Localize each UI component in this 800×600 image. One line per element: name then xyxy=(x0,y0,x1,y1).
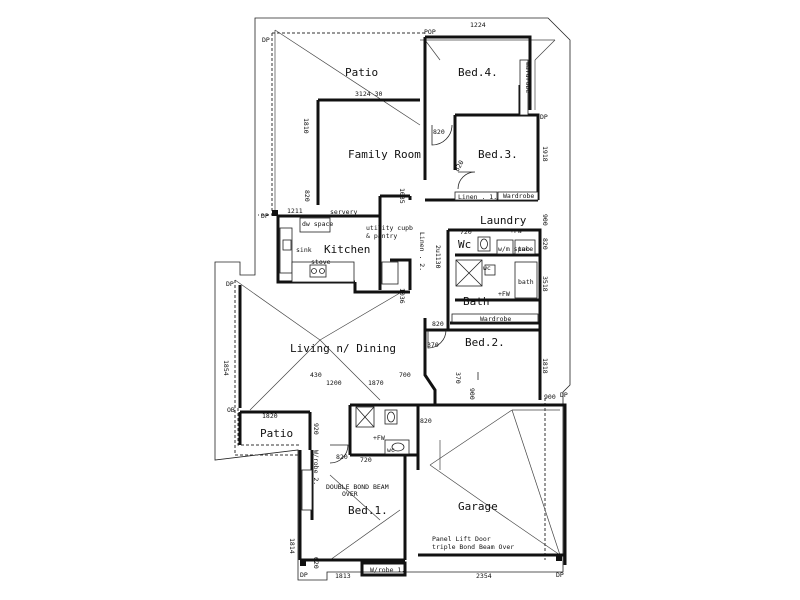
dp-left2-label: DP xyxy=(226,280,234,288)
pantry-label: & pantry xyxy=(366,232,397,240)
dim-370b: 370 xyxy=(454,372,462,384)
dim-1814: 1814 xyxy=(288,538,296,554)
dim-1200: 1200 xyxy=(326,379,342,387)
room-bed3: Bed.3. xyxy=(478,148,518,161)
dim-820c: 820 xyxy=(432,320,444,328)
wardrobe-bed3-label: Wardrobe xyxy=(503,192,534,200)
dim-900c: 900 xyxy=(544,393,556,401)
walls xyxy=(238,35,567,577)
linen1-label: Linen . 1. xyxy=(458,193,497,201)
dp-right1-label: DP xyxy=(540,113,548,121)
room-bed1: Bed.1. xyxy=(348,504,388,517)
pop-label: POP xyxy=(424,28,436,36)
dim-1810: 1810 xyxy=(302,118,310,134)
roof-outline xyxy=(214,17,571,581)
linen2-label: Linen . 2. xyxy=(418,232,426,271)
wc-small2-label: wc xyxy=(387,446,395,454)
dim-1820: 1820 xyxy=(262,412,278,420)
annotations: Wardrobe Linen . 1. Wardrobe Wardrobe se… xyxy=(226,28,568,579)
room-labels: Patio Bed.4. Bed.3. Family Room Kitchen … xyxy=(260,66,527,517)
bath-fixture-label: bath xyxy=(518,278,534,286)
dp-top-label: DP xyxy=(262,36,270,44)
servery-label: servery xyxy=(330,208,357,216)
dim-700: 700 xyxy=(399,371,411,379)
dim-1211: 1211 xyxy=(287,207,303,215)
room-living: Living n/ Dining xyxy=(290,342,396,355)
room-family: Family Room xyxy=(348,148,421,161)
wardrobe-bath-label: Wardrobe xyxy=(480,315,511,323)
room-patio-left: Patio xyxy=(260,427,293,440)
dim-720a: 720 xyxy=(460,228,472,236)
dim-3518: 3518 xyxy=(541,276,549,292)
ob-label: OB xyxy=(227,406,235,414)
wrobe1-label: W/robe 1. xyxy=(370,566,405,574)
dim-2354: 2354 xyxy=(476,572,492,580)
room-bed2: Bed.2. xyxy=(465,336,505,349)
room-laundry: Laundry xyxy=(480,214,527,227)
dim-3124: 3124 30 xyxy=(355,90,382,98)
room-wc: Wc xyxy=(458,238,471,251)
dim-1036: 1036 xyxy=(398,288,406,304)
dim-820e: 820 xyxy=(420,417,432,425)
room-bed4: Bed.4. xyxy=(458,66,498,79)
sink-label: sink xyxy=(296,246,312,254)
dim-900a: 900 xyxy=(541,214,549,226)
dim-620: 620 xyxy=(312,557,320,569)
dim-1870: 1870 xyxy=(368,379,384,387)
fixtures xyxy=(272,59,562,566)
dp-left1-label: DP xyxy=(261,212,269,220)
dim-820b: 820 xyxy=(303,190,311,202)
dp-bl-label: DP xyxy=(300,571,308,579)
fw3-label: +FW xyxy=(373,434,385,442)
dim-1035: 1035 xyxy=(398,188,406,204)
dim-820d: 820 xyxy=(336,453,348,461)
robe-label: Wardrobe xyxy=(524,62,532,93)
fw1-label: +FW xyxy=(510,227,522,235)
dim-900b: 900 xyxy=(468,388,476,400)
room-kitchen: Kitchen xyxy=(324,243,370,256)
fw2-label: +FW xyxy=(498,290,510,298)
dim-820w: 820 xyxy=(541,238,549,250)
wc-small-label: wc xyxy=(483,264,491,272)
dim-1818: 1818 xyxy=(541,358,549,374)
dim-430: 430 xyxy=(310,371,322,379)
wrobe2-label: W/robe 2. xyxy=(312,450,320,485)
dp-right2-label: DP xyxy=(560,391,568,399)
room-garage: Garage xyxy=(458,500,498,513)
dim-1854: 1854 xyxy=(222,360,230,376)
tub-label: tub xyxy=(518,245,530,253)
dimensions: 1224 3124 30 1810 820 820 820 820 820 82… xyxy=(222,21,556,580)
double-beam-label: DOUBLE BOND BEAM xyxy=(326,483,389,491)
room-bath: Bath xyxy=(463,295,490,308)
dim-820a: 820 xyxy=(433,128,445,136)
wm-space-label: w/m space xyxy=(498,245,533,253)
dim-1813: 1813 xyxy=(335,572,351,580)
dp-br-label: DP xyxy=(556,571,564,579)
dim-370a: 370 xyxy=(427,341,439,349)
dim-720b: 720 xyxy=(360,456,372,464)
utility-label: utility cupb xyxy=(366,224,413,232)
dim-2u1130: 2u1130 xyxy=(434,245,442,269)
stove-label: stove xyxy=(311,258,331,266)
over-label: OVER xyxy=(342,490,358,498)
panel-door-label: Panel Lift Door xyxy=(432,535,491,543)
triple-beam-label: triple Bond Beam Over xyxy=(432,543,514,551)
dw-space-label: dw space xyxy=(302,220,333,228)
dim-1918: 1918 xyxy=(541,146,549,162)
dim-920: 920 xyxy=(312,423,320,435)
room-patio-top: Patio xyxy=(345,66,378,79)
dim-1224: 1224 xyxy=(470,21,486,29)
